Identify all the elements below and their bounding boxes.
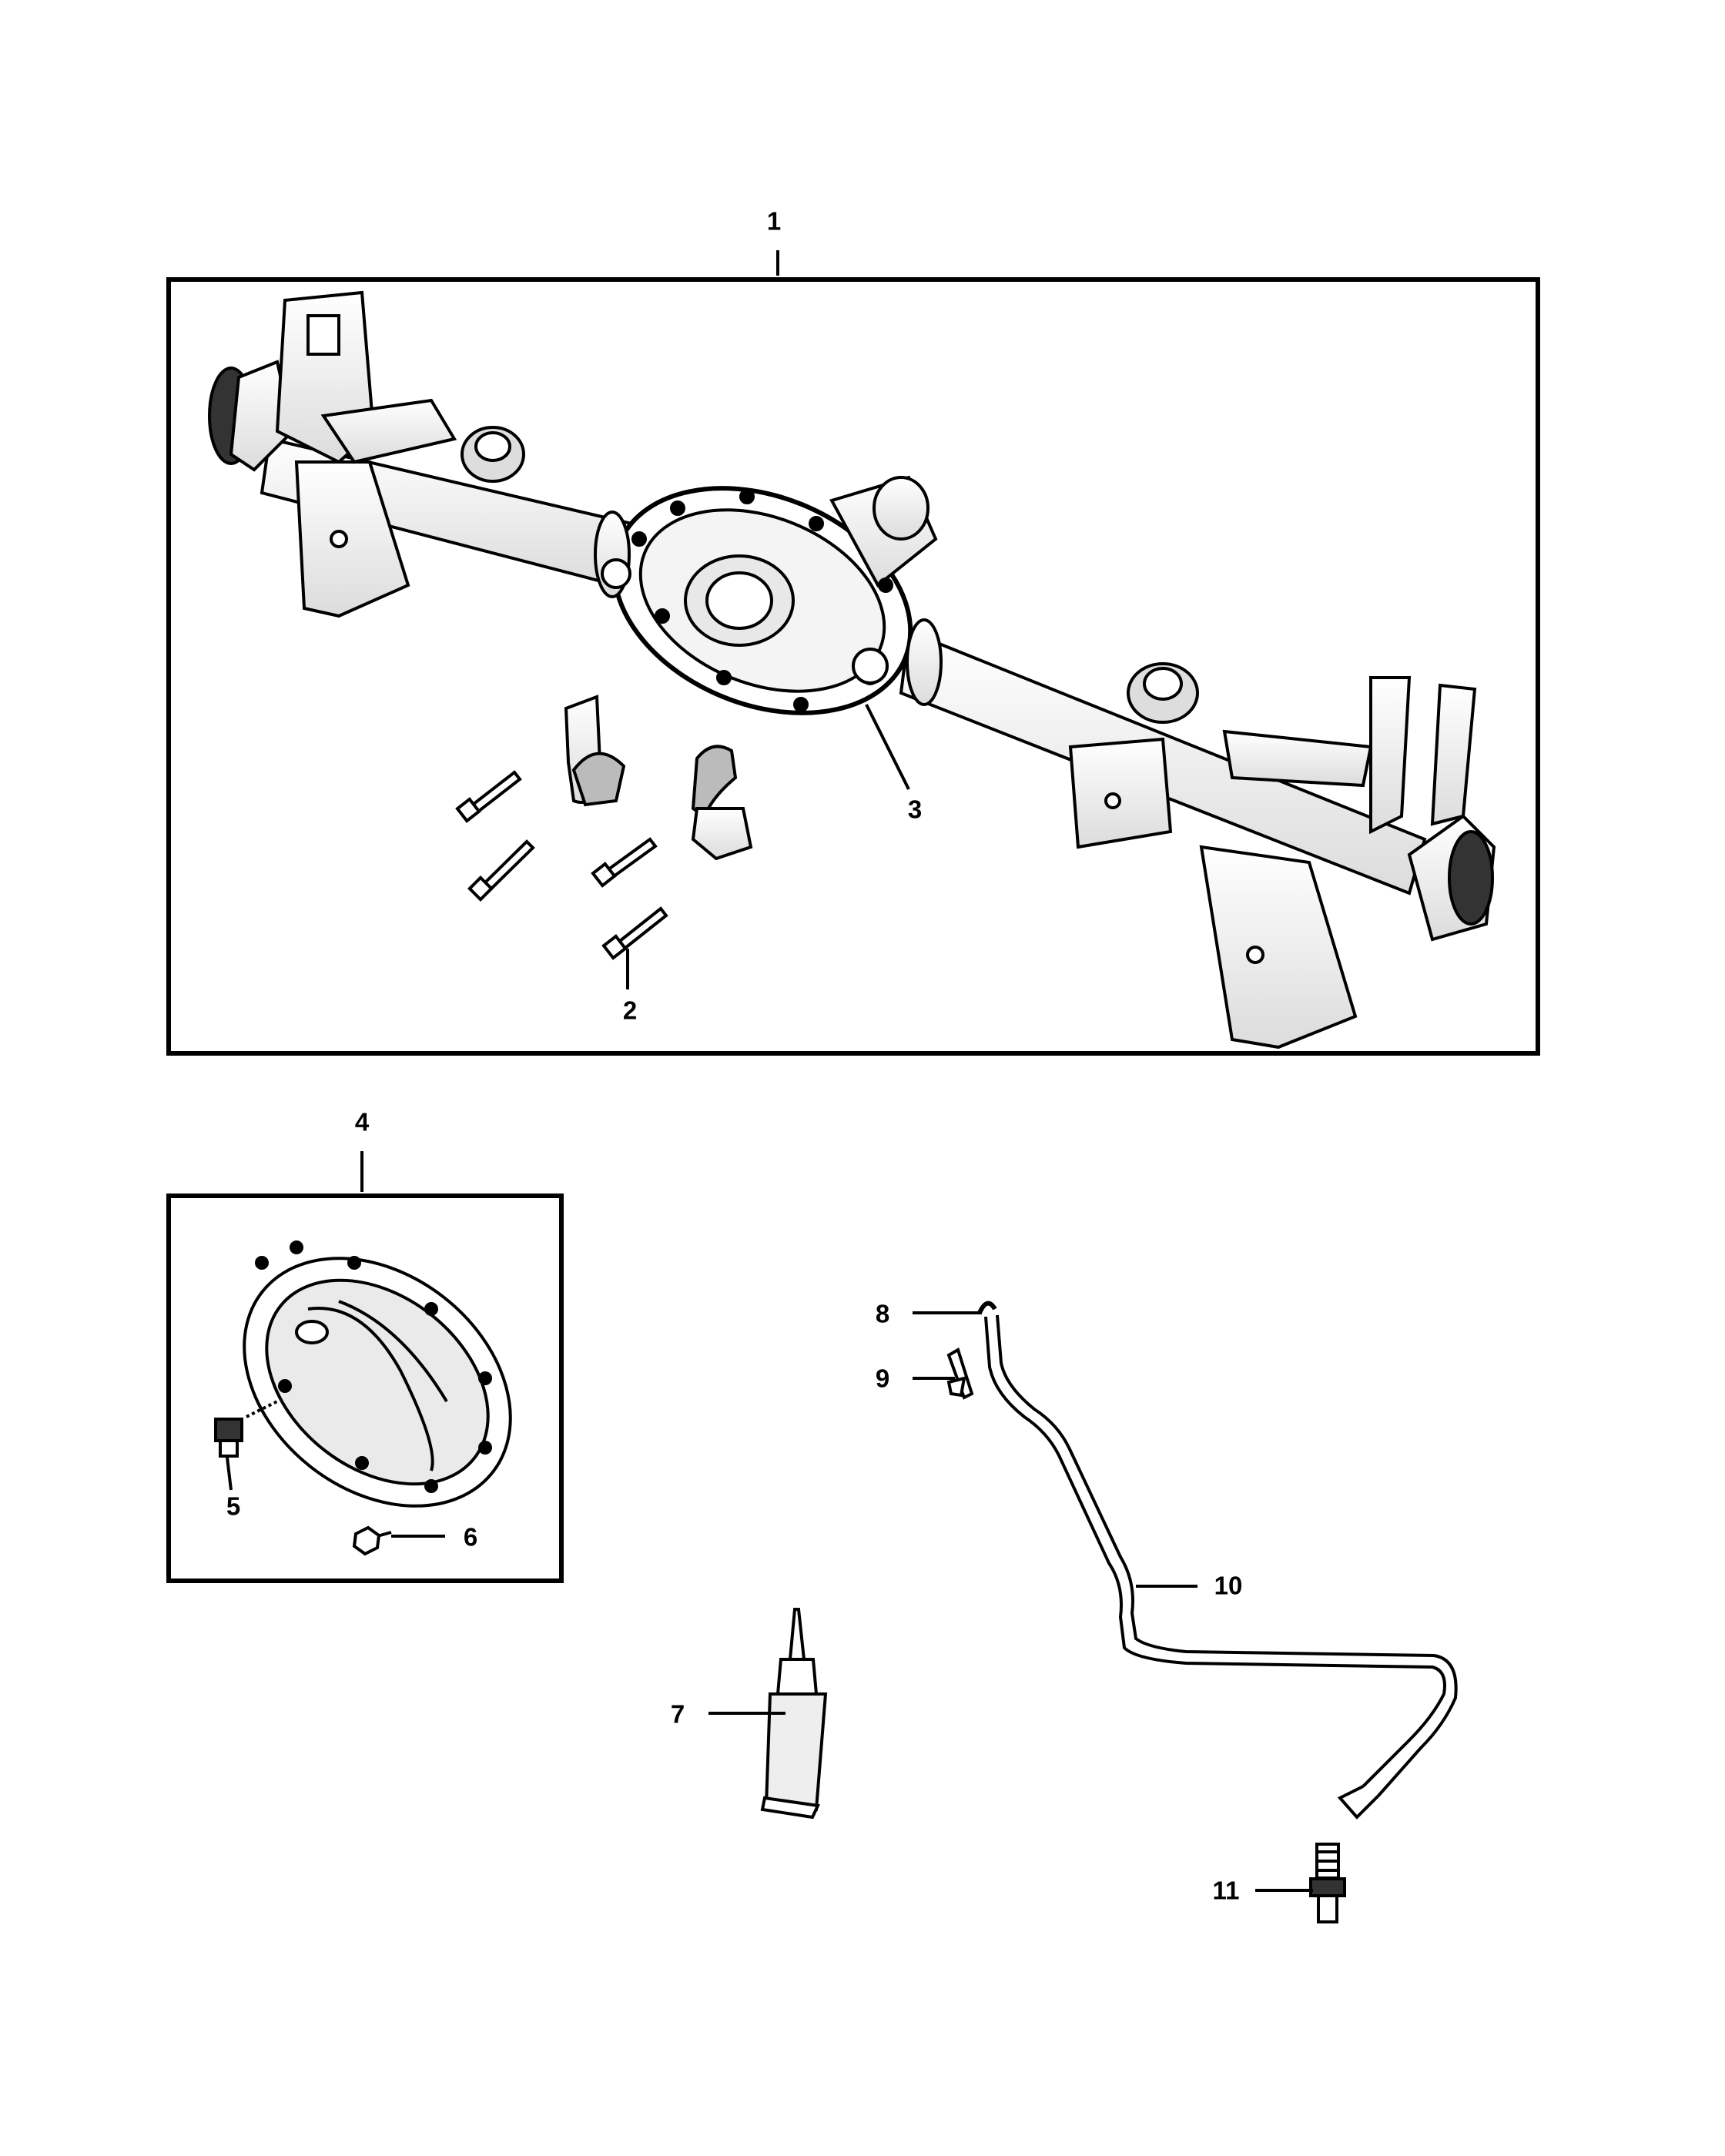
vent-hose-group [913, 1301, 1458, 1923]
bolt-3 [591, 837, 658, 888]
axle-assembly-frame [166, 277, 1540, 1056]
vent-hose [984, 1314, 1458, 1820]
callout-3: 3 [907, 795, 923, 824]
bearing-cap-bolts [455, 770, 668, 960]
callout-11: 11 [1212, 1876, 1240, 1905]
cover-frame [166, 1194, 564, 1583]
axle-assembly-group [166, 250, 1540, 1056]
callout-1: 1 [766, 206, 782, 236]
callout-2: 2 [622, 996, 638, 1025]
bolt-1 [455, 770, 522, 823]
callout-9: 9 [875, 1364, 890, 1393]
callout-8: 8 [875, 1299, 890, 1328]
callout-6: 6 [463, 1522, 478, 1552]
callout-10: 10 [1214, 1571, 1243, 1600]
hose-tie [946, 1348, 974, 1400]
differential-cover [243, 1240, 512, 1508]
cover-bolt [352, 1525, 392, 1556]
hose-clip [977, 1301, 997, 1314]
callout-7: 7 [670, 1699, 685, 1729]
right-axle-end [1068, 662, 1496, 1050]
callout-4: 4 [354, 1107, 370, 1137]
bolt-2 [467, 839, 535, 902]
fill-plug [214, 1400, 278, 1458]
bolt-4 [601, 906, 668, 960]
left-axle-end [208, 290, 525, 618]
bearing-cap-left [564, 695, 626, 807]
callout-5: 5 [226, 1491, 241, 1521]
cover-group [166, 1151, 564, 1583]
sealant-tube [760, 1608, 828, 1820]
leader-line-3 [865, 704, 910, 790]
bearing-cap-right [691, 745, 753, 861]
vent-fitting [1309, 1843, 1346, 1923]
axle-housing [260, 437, 1427, 896]
leader-line-5 [226, 1457, 233, 1491]
